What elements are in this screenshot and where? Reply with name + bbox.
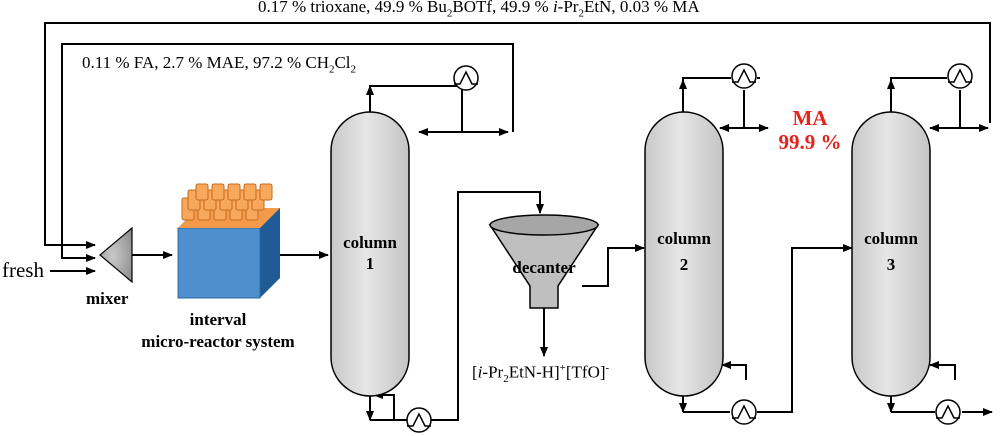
column-3-label-line2: 3 <box>886 255 896 274</box>
column-2-vessel <box>644 111 724 397</box>
column-3-label-line1: column <box>864 229 918 248</box>
reactor-label: interval micro-reactor system <box>118 309 318 353</box>
fresh-feed-label: fresh <box>2 258 44 282</box>
reactor-label-line1: interval <box>189 310 247 329</box>
column-3-label: column 3 <box>852 226 930 278</box>
column2-reboil-return <box>721 361 747 380</box>
column-1-label-line2: 1 <box>365 254 375 273</box>
column-3-vessel <box>851 111 931 397</box>
column-1-vessel <box>330 111 410 397</box>
column-1-label-line1: column <box>343 233 397 252</box>
salt-byproduct-label: [i-Pr2EtN-H]+[TfO]- <box>472 362 610 386</box>
column2-overhead <box>682 77 731 115</box>
column1-condenser-icon <box>453 65 479 91</box>
column1-reboil-return <box>373 391 395 420</box>
reactor-label-line2: micro-reactor system <box>141 332 295 351</box>
column3-overhead <box>890 77 947 112</box>
product-name: MA <box>792 106 828 130</box>
mixer-shape <box>99 226 133 284</box>
decanter-vessel <box>488 214 600 309</box>
column3-condenser-icon <box>947 63 973 89</box>
column1-reboiler-icon <box>406 407 432 433</box>
micro-reactor-block <box>177 183 280 299</box>
column2-reflux <box>719 90 745 132</box>
stream-lines <box>44 22 993 421</box>
product-label: MA 99.9 % <box>760 106 860 154</box>
decanter-label: decanter <box>512 258 576 277</box>
heat-exchangers <box>406 63 973 433</box>
column3-reboil-return <box>929 361 956 380</box>
column1-to-decanter <box>430 191 544 421</box>
column3-reboiler-icon <box>935 399 961 425</box>
mixer-label: mixer <box>86 289 129 308</box>
inner-recycle-label: 0.11 % FA, 2.7 % MAE, 97.2 % CH2Cl2 <box>82 53 357 76</box>
column-2-label-line2: 2 <box>679 255 689 274</box>
inner-recycle-stream <box>61 43 514 262</box>
column2-condenser-icon <box>731 63 757 89</box>
column2-reboiler-icon <box>731 399 757 425</box>
outer-recycle-label: 0.17 % trioxane, 49.9 % Bu2BOTf, 49.9 % … <box>258 0 700 20</box>
column-1-label: column 1 <box>331 232 409 274</box>
column-2-label-line1: column <box>657 229 711 248</box>
column-2-label: column 2 <box>645 226 723 278</box>
product-purity: 99.9 % <box>778 130 842 154</box>
column3-reflux <box>929 90 961 132</box>
decanter-to-column2 <box>582 244 645 287</box>
column2-to-column3 <box>757 244 853 413</box>
